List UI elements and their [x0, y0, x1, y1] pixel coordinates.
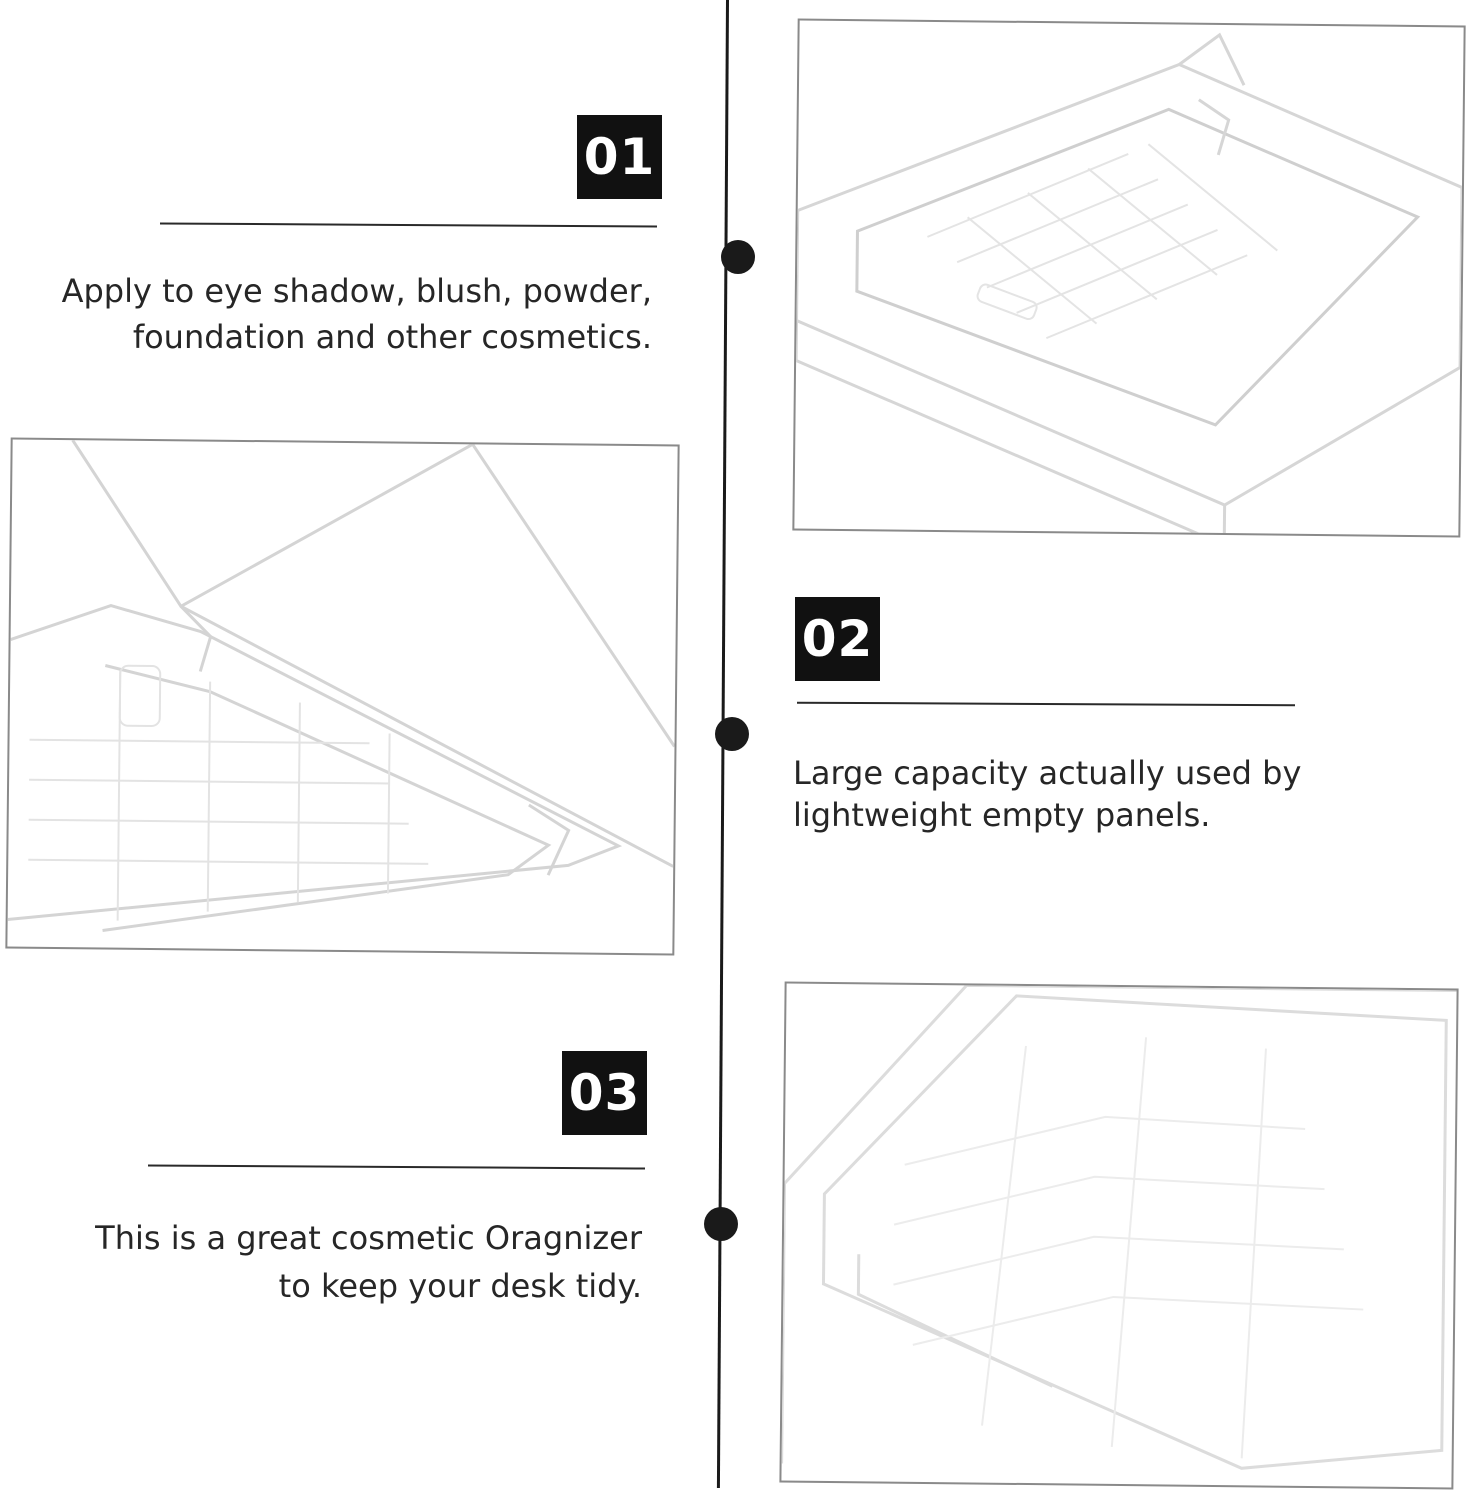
- timeline-dot-2: [715, 717, 749, 751]
- palette-illustration: [794, 32, 1464, 536]
- step-description-line: This is a great cosmetic Oragnizer: [95, 1219, 642, 1257]
- palette-illustration: [781, 983, 1457, 1470]
- step-divider: [159, 222, 658, 228]
- step-number-badge: 01: [577, 115, 662, 199]
- step-description-line: lightweight empty panels.: [793, 796, 1211, 834]
- step-description-line: Apply to eye shadow, blush, powder,: [61, 272, 652, 310]
- step-description: Apply to eye shadow, blush, powder, foun…: [60, 268, 652, 360]
- timeline-dot-3: [704, 1207, 738, 1241]
- step-number-badge: 02: [795, 597, 880, 681]
- step-divider: [796, 701, 1296, 707]
- step-description-line: to keep your desk tidy.: [278, 1267, 642, 1305]
- timeline-dot-1: [721, 240, 755, 274]
- step-description: This is a great cosmetic Oragnizer to ke…: [30, 1214, 642, 1310]
- step-divider: [147, 1164, 646, 1170]
- step-description-line: Large capacity actually used by: [793, 754, 1302, 792]
- product-photo-open-lid: [5, 437, 680, 956]
- product-photo-angled: [792, 18, 1466, 538]
- palette-illustration: [7, 439, 676, 932]
- step-description: Large capacity actually used by lightwei…: [793, 752, 1433, 836]
- step-number-badge: 03: [562, 1051, 647, 1135]
- step-description-line: foundation and other cosmetics.: [132, 318, 652, 356]
- product-photo-top-view: [779, 981, 1459, 1490]
